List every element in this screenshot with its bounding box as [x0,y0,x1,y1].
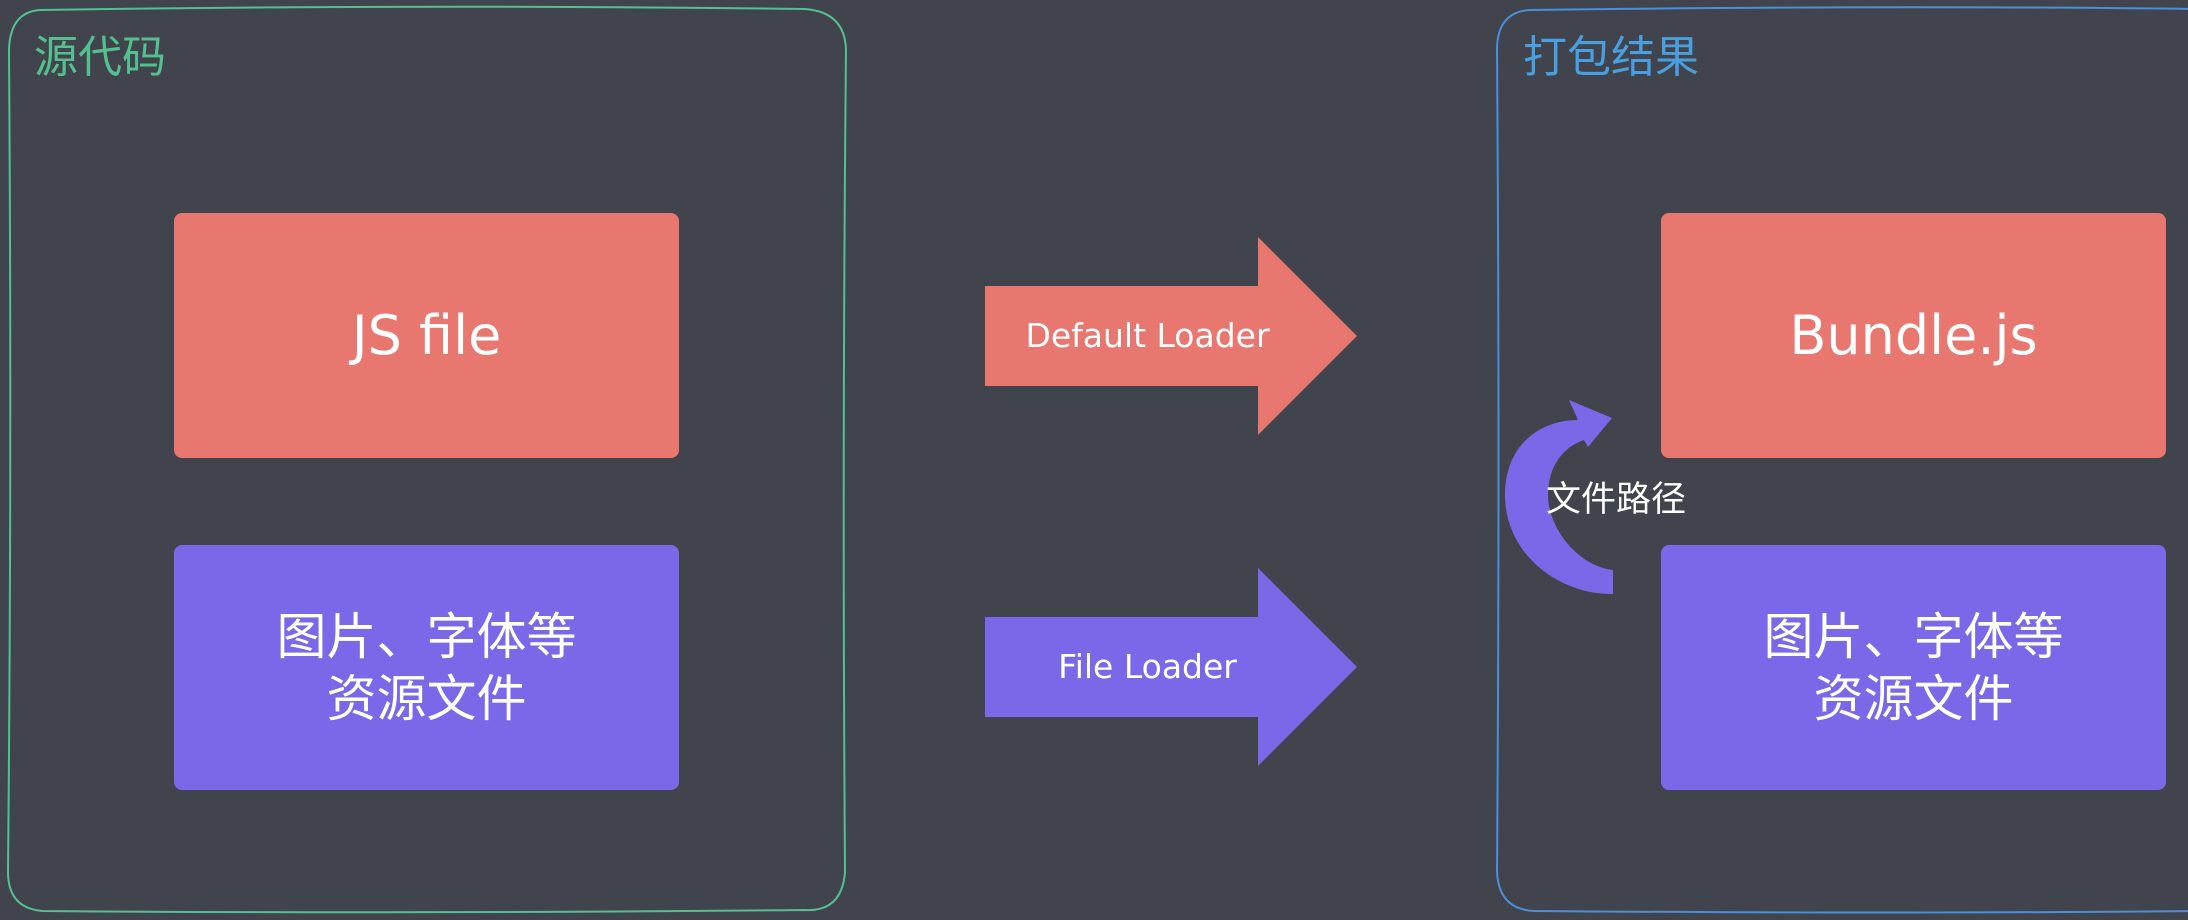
default-loader-arrow [985,237,1357,435]
bundle-js-box: Bundle.js [1661,213,2166,458]
file-loader-label: File Loader [1058,647,1237,686]
js-file-label: JS file [351,303,502,367]
bundle-js-label: Bundle.js [1789,303,2038,367]
output-assets-line1: 图片、字体等 [1763,607,2064,666]
default-loader-label: Default Loader [1025,316,1270,355]
file-loader-arrow [985,568,1357,766]
js-file-box: JS file [174,213,679,458]
file-path-label: 文件路径 [1546,480,1687,520]
output-assets-box: 图片、字体等 资源文件 [1661,545,2166,790]
source-frame [6,5,848,914]
file-path-curve-arrow [1505,400,1613,595]
bundle-result-title: 打包结果 [1523,32,1699,83]
output-assets-line2: 资源文件 [1813,669,2014,728]
source-assets-line2: 资源文件 [326,669,527,728]
source-assets-box: 图片、字体等 资源文件 [174,545,679,790]
output-frame [1495,6,2188,914]
source-code-title: 源代码 [34,32,166,83]
source-assets-line1: 图片、字体等 [276,607,577,666]
